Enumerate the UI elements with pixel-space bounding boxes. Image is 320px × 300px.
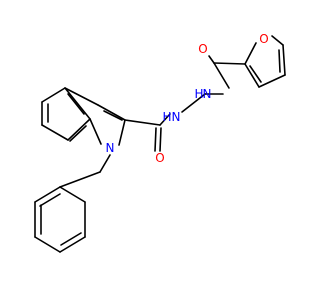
bond: [249, 65, 262, 83]
bond: [118, 119, 126, 146]
bond: [213, 62, 230, 89]
molecule-structure-diagram: O N H N H O O N: [34, 32, 286, 253]
bond: [60, 232, 82, 246]
bond: [34, 186, 61, 203]
bond: [67, 118, 91, 141]
bond: [258, 74, 286, 88]
bond: [154, 127, 157, 152]
bond: [39, 193, 61, 207]
bond: [159, 127, 162, 152]
atom-label-o-furan-carbonyl: O: [198, 42, 207, 56]
bond: [67, 93, 85, 115]
bond: [34, 236, 61, 253]
atom-label-h-amide-left: H: [162, 110, 171, 124]
bond: [244, 63, 260, 88]
bond: [99, 154, 111, 173]
bond: [103, 110, 123, 121]
atom-label-o-indole-carbonyl: O: [155, 151, 164, 165]
bond: [208, 55, 215, 64]
bond: [59, 236, 86, 253]
bond: [64, 87, 91, 120]
bond: [181, 93, 206, 113]
atom-labels: O N H N H O O N: [106, 32, 269, 165]
atom-label-h-amide-right: H: [194, 87, 203, 101]
bond: [244, 42, 257, 65]
bond: [213, 62, 246, 65]
bond: [159, 113, 171, 126]
bond: [282, 44, 286, 76]
bond: [124, 119, 161, 126]
bond: [64, 87, 99, 106]
atom-label-n-indole: N: [106, 141, 115, 155]
bond: [97, 104, 126, 121]
bonds: [34, 35, 286, 253]
atom-label-n-amide-right: N: [203, 87, 212, 101]
atom-label-n-amide-left: N: [172, 110, 181, 124]
bond: [41, 124, 69, 141]
bond: [41, 87, 66, 103]
bond: [59, 171, 101, 188]
bond: [59, 186, 86, 203]
bond: [69, 125, 87, 142]
bond: [271, 35, 284, 46]
bond: [89, 118, 102, 145]
bond: [278, 49, 281, 73]
atom-label-o-furan-ring: O: [259, 32, 268, 46]
